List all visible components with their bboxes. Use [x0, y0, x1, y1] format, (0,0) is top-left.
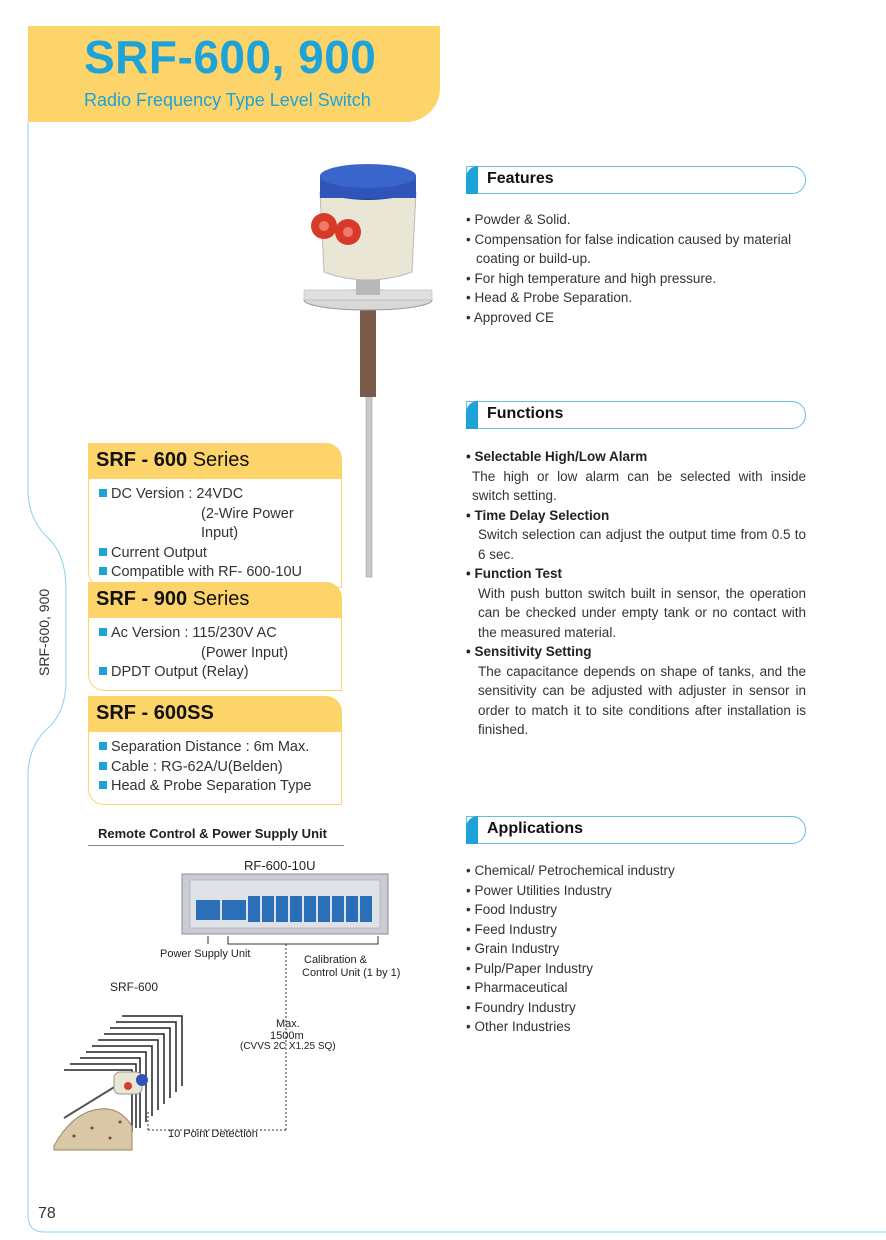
- list-item: • Approved CE: [466, 309, 555, 325]
- list-item: • Head & Probe Separation.: [466, 290, 633, 305]
- series-body: Ac Version : 115/230V AC (Power Input) D…: [88, 618, 342, 691]
- series-heading: SRF - 900 Series: [88, 582, 342, 618]
- list-item: Current Output: [99, 544, 333, 564]
- applications-heading: Applications: [466, 816, 806, 844]
- page-title: SRF-600, 900: [84, 31, 377, 83]
- distance-label: 1500m: [270, 1030, 304, 1042]
- features-list: • Powder & Solid. • Compensation for fal…: [466, 210, 806, 327]
- series-heading: SRF - 600 Series: [88, 443, 342, 479]
- list-item: DC Version : 24VDC: [99, 485, 333, 505]
- list-item: Cable : RG-62A/U(Belden): [99, 758, 333, 778]
- max-label: Max.: [276, 1018, 300, 1030]
- function-title: • Selectable High/Low Alarm: [466, 449, 648, 464]
- sensor-label: SRF-600: [110, 980, 159, 994]
- function-body: The capacitance depends on shape of tank…: [478, 663, 806, 738]
- function-title: • Time Delay Selection: [466, 507, 610, 523]
- page-number: 78: [38, 1205, 56, 1222]
- list-item: Separation Distance : 6m Max.: [99, 738, 333, 758]
- bullet-square-icon: [99, 781, 107, 789]
- list-item-sub: (Power Input): [201, 644, 289, 661]
- section-label: Features: [487, 170, 554, 187]
- series-srf-600ss: SRF - 600SS Separation Distance : 6m Max…: [88, 696, 342, 805]
- section-tab-icon: [466, 816, 478, 844]
- power-supply-label: Power Supply Unit: [160, 948, 251, 960]
- bullet-square-icon: [99, 567, 107, 575]
- product-image: [303, 164, 433, 578]
- applications-list: • Chemical/ Petrochemical industry • Pow…: [466, 861, 806, 1037]
- functions-heading: Functions: [466, 401, 806, 429]
- function-body: With push button switch built in sensor,…: [478, 585, 806, 640]
- detection-label: 10 Point Detection: [168, 1128, 258, 1140]
- features-heading: Features: [466, 166, 806, 194]
- section-tab-icon: [466, 166, 478, 194]
- function-body: The high or low alarm can be selected wi…: [472, 468, 806, 504]
- calibration-label: Calibration &: [304, 954, 367, 966]
- list-item: coating or build-up.: [476, 251, 591, 266]
- list-item: • For high temperature and high pressure…: [466, 270, 717, 286]
- series-heading: SRF - 600SS: [88, 696, 342, 732]
- list-item: • Foundry Industry: [466, 999, 576, 1015]
- section-tab-icon: [466, 401, 478, 429]
- cable-label: (CVVS 2C X1.25 SQ): [240, 1041, 336, 1052]
- list-item: Compatible with RF- 600-10U: [99, 563, 333, 583]
- list-item: • Power Utilities Industry: [466, 882, 612, 898]
- page-subtitle: Radio Frequency Type Level Switch: [84, 90, 371, 110]
- section-label: Applications: [487, 820, 584, 837]
- side-label: SRF-600, 900: [36, 588, 52, 676]
- bullet-square-icon: [99, 667, 107, 675]
- series-srf-900: SRF - 900 Series Ac Version : 115/230V A…: [88, 582, 342, 691]
- list-item: • Other Industries: [466, 1019, 571, 1034]
- list-item: • Feed Industry: [466, 921, 558, 937]
- section-label: Functions: [487, 405, 564, 422]
- series-body: Separation Distance : 6m Max. Cable : RG…: [88, 732, 342, 805]
- list-item: • Pharmaceutical: [466, 980, 568, 995]
- list-item: • Grain Industry: [466, 941, 560, 956]
- divider: [88, 845, 344, 846]
- list-item: DPDT Output (Relay): [99, 663, 333, 683]
- function-body: Switch selection can adjust the output t…: [478, 527, 806, 562]
- bullet-square-icon: [99, 742, 107, 750]
- list-item: Ac Version : 115/230V AC: [99, 624, 333, 644]
- function-title: • Function Test: [466, 566, 562, 581]
- remote-diagram: [53, 873, 389, 1151]
- functions-list: • Selectable High/Low Alarm The high or …: [466, 447, 806, 740]
- calibration-label-2: Control Unit (1 by 1): [302, 967, 401, 979]
- bullet-square-icon: [99, 489, 107, 497]
- series-body: DC Version : 24VDC (2-Wire Power Input) …: [88, 479, 342, 588]
- list-item-sub: (2-Wire Power Input): [201, 505, 294, 542]
- list-item: • Chemical/ Petrochemical industry: [466, 863, 675, 878]
- list-item: • Pulp/Paper Industry: [466, 960, 594, 976]
- function-title: • Sensitivity Setting: [466, 644, 592, 659]
- list-item: • Food Industry: [466, 902, 558, 917]
- series-srf-600: SRF - 600 Series DC Version : 24VDC (2-W…: [88, 443, 342, 588]
- unit-label: RF-600-10U: [244, 858, 316, 873]
- remote-title: Remote Control & Power Supply Unit: [98, 826, 327, 841]
- header-banner: [28, 26, 440, 122]
- list-item: • Compensation for false indication caus…: [466, 231, 792, 247]
- bullet-square-icon: [99, 761, 107, 770]
- bullet-square-icon: [99, 628, 107, 636]
- list-item: Head & Probe Separation Type: [99, 777, 333, 797]
- list-item: • Powder & Solid.: [466, 212, 571, 227]
- bullet-square-icon: [99, 547, 107, 556]
